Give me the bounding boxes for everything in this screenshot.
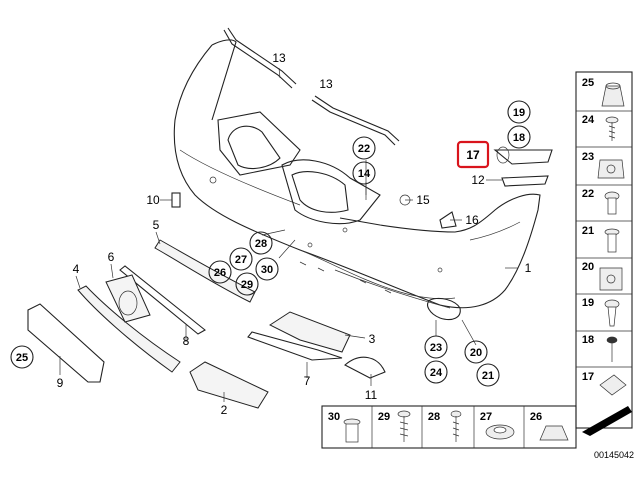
svg-text:18: 18 [513,132,525,144]
legend-28: 28 [428,411,440,423]
callout-28: 28 [249,231,273,255]
callout-22: 22 [352,136,376,160]
pan-screw-icon [450,410,462,442]
label-5: 5 [153,218,160,232]
grommet-ring-icon [485,424,515,440]
label-11: 11 [365,388,378,402]
speed-nut-icon [599,374,627,396]
grommet-icon [601,82,625,107]
leader-lines [59,67,518,402]
svg-text:24: 24 [430,367,443,379]
legend-25: 25 [582,77,594,89]
label-1: 1 [525,261,532,275]
label-2: 2 [221,403,228,417]
clip-icon [599,267,623,291]
trim-strips [223,27,400,146]
svg-text:17: 17 [466,148,480,162]
legend-27: 27 [480,411,492,423]
circled-callouts: 14 22 19 18 28 27 30 26 29 23 24 20 21 2… [10,100,531,387]
reference-number: 00145042 [594,450,634,460]
label-7: 7 [304,374,311,388]
callout-23: 23 [424,335,448,359]
plastic-rivet-icon [606,336,618,362]
callout-18: 18 [507,125,531,149]
callout-17-highlighted: 17 [456,140,490,169]
part-numbers: 13 13 1 2 3 4 5 6 7 8 9 10 11 12 15 16 [57,51,532,417]
svg-text:19: 19 [513,107,525,119]
legend-20: 20 [582,261,594,273]
screw-icon [605,116,619,141]
bushing-icon [343,418,361,443]
label-9: 9 [57,376,64,390]
bolt-icon [604,191,620,215]
label-13b: 13 [319,77,333,91]
callout-30: 30 [255,257,279,281]
label-6: 6 [108,250,115,264]
callout-26: 26 [208,260,232,284]
legend-17: 17 [582,371,594,383]
label-4: 4 [73,262,80,276]
label-10: 10 [146,193,160,207]
lower-grilles [27,239,386,409]
label-12: 12 [471,173,485,187]
self-tapping-screw-icon [397,410,411,442]
callout-20: 20 [464,340,488,364]
callout-24: 24 [424,360,448,384]
svg-text:22: 22 [358,143,370,155]
bumper-cover [173,39,541,321]
legend-19: 19 [582,297,594,309]
svg-text:27: 27 [235,254,247,266]
svg-text:14: 14 [358,168,371,180]
legend-18: 18 [582,334,594,346]
legend-29: 29 [378,411,390,423]
label-3: 3 [369,332,376,346]
arrow-icon [582,406,632,436]
callout-14: 14 [352,161,376,185]
clip-nut-icon [597,159,625,179]
callout-19: 19 [507,100,531,124]
svg-text:20: 20 [470,347,482,359]
legend-21: 21 [582,225,594,237]
callout-25: 25 [10,345,34,369]
expansion-rivet-icon [604,299,620,327]
callout-27: 27 [229,247,253,271]
legend-24: 24 [582,114,595,126]
svg-text:30: 30 [261,264,273,276]
svg-text:23: 23 [430,342,442,354]
label-8: 8 [183,334,190,348]
svg-text:28: 28 [255,238,267,250]
fastener-legend-right: 25 24 23 22 21 20 19 18 17 [575,71,633,436]
legend-30: 30 [328,411,340,423]
svg-text:25: 25 [16,352,28,364]
legend-22: 22 [582,188,594,200]
legend-23: 23 [582,151,594,163]
svg-text:26: 26 [214,267,226,279]
legend-26: 26 [530,411,542,423]
fastener-legend-bottom: 30 29 28 27 26 [321,405,577,449]
label-15: 15 [416,193,430,207]
callout-29: 29 [235,272,259,296]
svg-text:21: 21 [482,370,494,382]
cap-icon [539,425,569,441]
label-16: 16 [465,213,479,227]
svg-text:29: 29 [241,279,253,291]
callout-21: 21 [476,363,500,387]
label-13a: 13 [272,51,286,65]
push-pin-icon [604,228,620,253]
